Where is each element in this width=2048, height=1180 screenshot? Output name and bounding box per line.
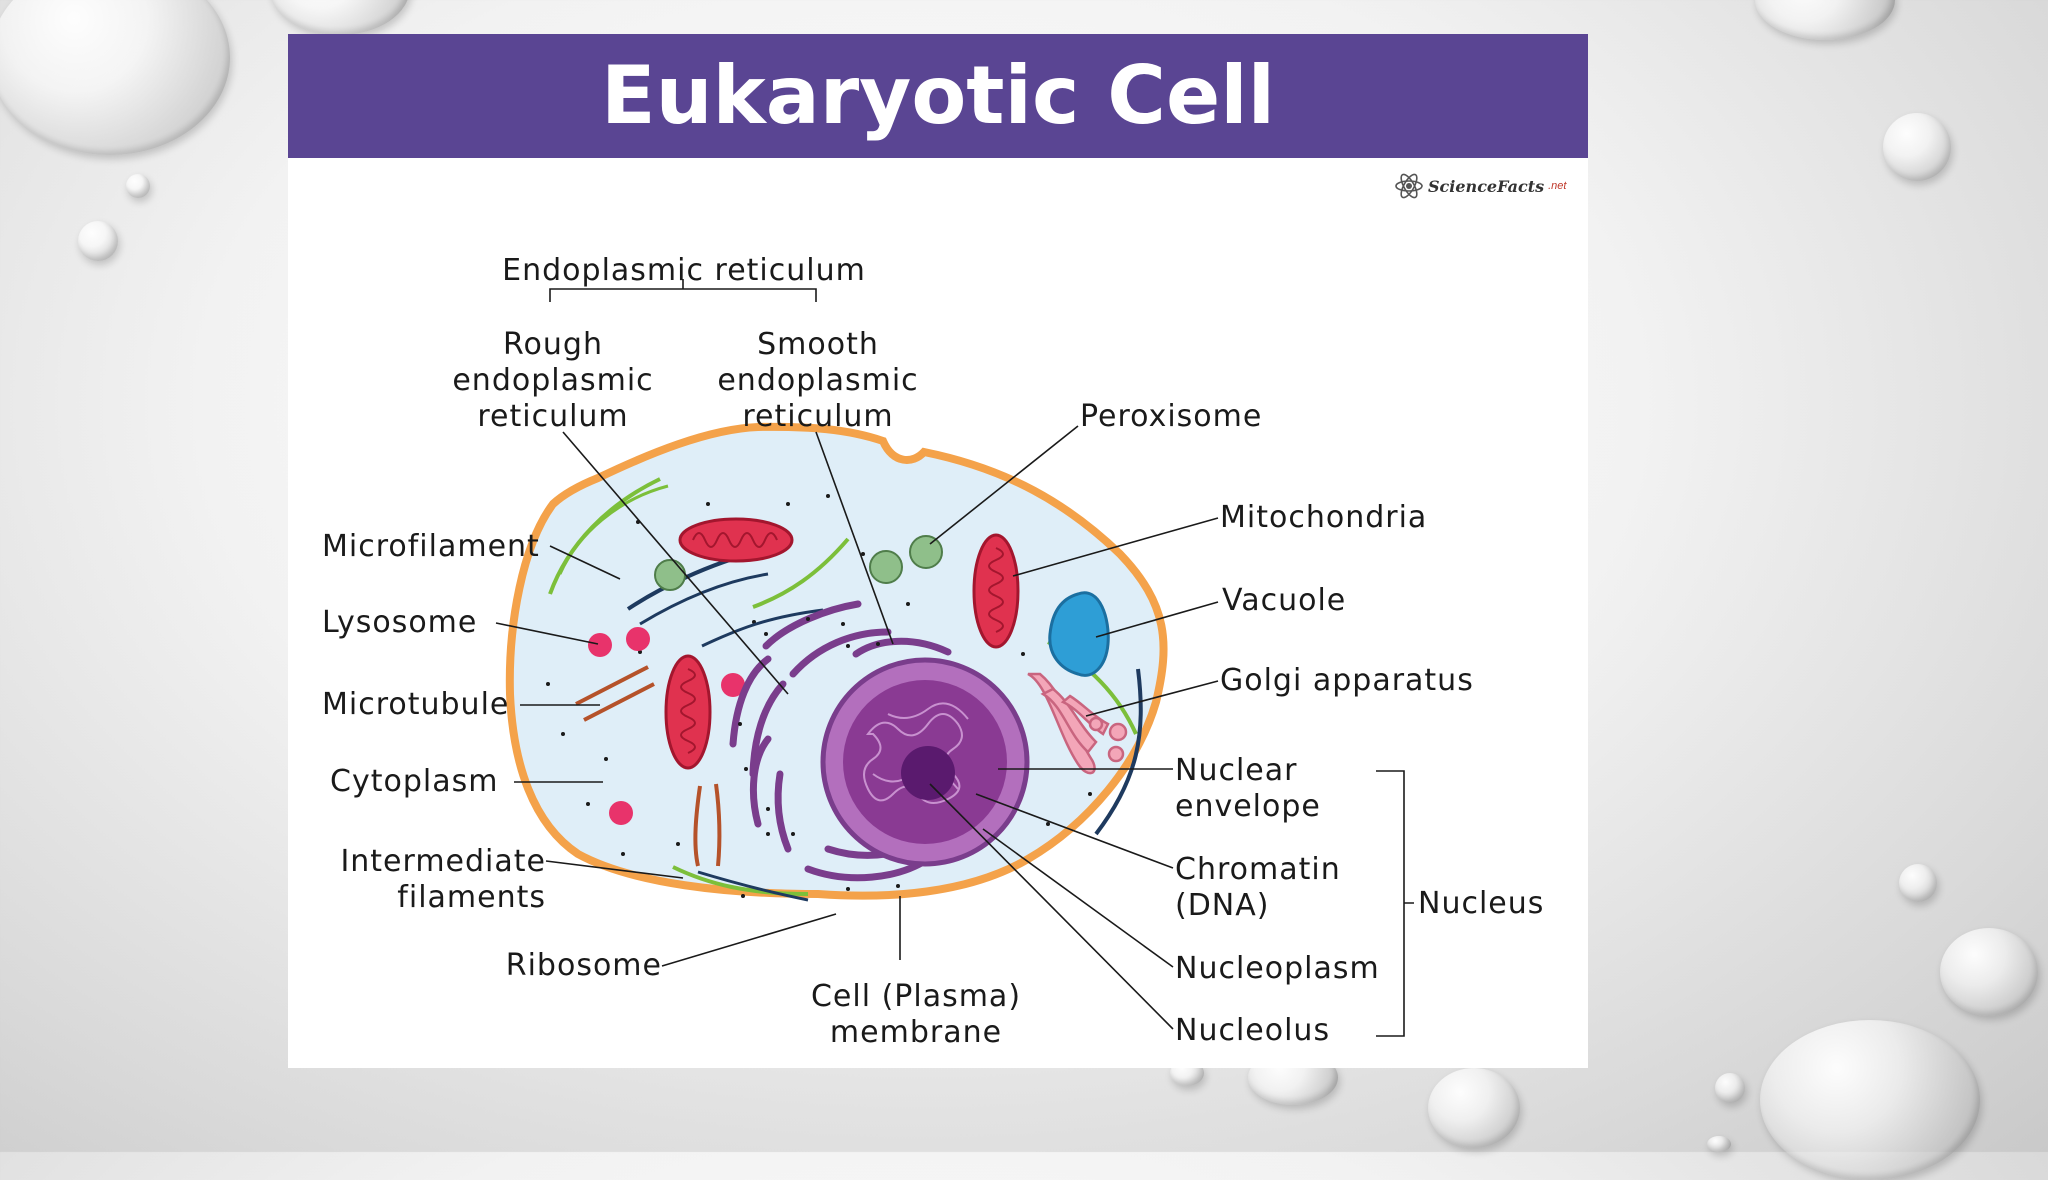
water-droplet — [270, 0, 410, 35]
svg-text:membrane: membrane — [830, 1015, 1002, 1050]
cell-diagram: Endoplasmic reticulum Rough endoplasmic … — [322, 253, 1544, 1050]
svg-text:filaments: filaments — [397, 880, 546, 915]
sciencefacts-logo: ScienceFacts .net — [1394, 168, 1566, 204]
water-droplet — [1899, 864, 1937, 902]
mitochondrion — [678, 517, 794, 563]
svg-text:endoplasmic: endoplasmic — [717, 363, 918, 398]
svg-text:(DNA): (DNA) — [1175, 888, 1269, 923]
slide-card: Eukaryotic Cell ScienceFacts .net — [288, 34, 1588, 1068]
peroxisomes — [654, 535, 943, 591]
svg-text:envelope: envelope — [1175, 789, 1321, 824]
filament — [639, 572, 769, 626]
microfilament — [558, 484, 669, 575]
label-ribosome: Ribosome — [506, 948, 662, 983]
filament — [701, 608, 824, 648]
page-title: Eukaryotic Cell — [600, 49, 1276, 142]
chromatin — [863, 713, 963, 804]
svg-text:Chromatin: Chromatin — [1175, 852, 1341, 887]
svg-text:reticulum: reticulum — [477, 399, 628, 434]
water-droplet — [126, 174, 150, 198]
label-vacuole: Vacuole — [1222, 583, 1346, 618]
microtubule — [583, 682, 655, 722]
label-nucleoplasm: Nucleoplasm — [1175, 951, 1380, 986]
svg-text:endoplasmic: endoplasmic — [452, 363, 653, 398]
label-microfilament: Microfilament — [322, 529, 540, 564]
label-intermediate-filaments: Intermediate filaments — [340, 844, 546, 915]
label-rough-er: Rough endoplasmic reticulum — [452, 327, 653, 434]
label-endoplasmic-reticulum: Endoplasmic reticulum — [502, 253, 866, 288]
label-plasma-membrane: Cell (Plasma) membrane — [811, 979, 1021, 1050]
water-droplet — [78, 221, 118, 261]
mitochondrion — [664, 654, 712, 770]
water-droplet — [1760, 1020, 1980, 1180]
mitochondrion — [972, 533, 1020, 649]
microtubule — [693, 785, 702, 867]
microtubule — [575, 665, 649, 706]
label-smooth-er: Smooth endoplasmic reticulum — [717, 327, 918, 434]
nucleolus — [901, 746, 955, 800]
label-nuclear-envelope: Nuclear envelope — [1175, 753, 1321, 824]
svg-text:Smooth: Smooth — [757, 327, 879, 362]
atom-icon — [1395, 173, 1423, 199]
label-nucleus: Nucleus — [1418, 886, 1544, 921]
water-droplet — [1883, 113, 1951, 181]
logo-suffix: .net — [1548, 180, 1567, 192]
filament — [1094, 668, 1143, 836]
svg-text:reticulum: reticulum — [742, 399, 893, 434]
svg-text:Cell (Plasma): Cell (Plasma) — [811, 979, 1021, 1014]
intermediate-filament — [672, 865, 809, 896]
logo-text: ScienceFacts — [1428, 176, 1545, 196]
water-droplet — [1755, 0, 1895, 40]
golgi-apparatus — [1027, 672, 1128, 775]
water-droplet — [1715, 1073, 1745, 1103]
label-golgi-apparatus: Golgi apparatus — [1220, 663, 1474, 698]
lysosomes — [588, 627, 745, 825]
label-microtubule: Microtubule — [322, 687, 509, 722]
svg-text:Intermediate: Intermediate — [340, 844, 546, 879]
svg-text:Nuclear: Nuclear — [1175, 753, 1297, 788]
microfilament — [752, 537, 850, 609]
water-droplet — [0, 0, 230, 155]
label-lysosome: Lysosome — [322, 605, 477, 640]
water-droplet — [1428, 1068, 1520, 1148]
water-droplet — [1940, 928, 2038, 1016]
label-mitochondria: Mitochondria — [1220, 500, 1427, 535]
label-cytoplasm: Cytoplasm — [330, 764, 498, 799]
water-droplet — [1707, 1136, 1731, 1152]
title-banner: Eukaryotic Cell — [288, 34, 1588, 158]
filament — [697, 870, 809, 902]
vacuole — [1048, 591, 1110, 677]
label-chromatin: Chromatin (DNA) — [1175, 852, 1341, 923]
svg-text:Rough: Rough — [503, 327, 603, 362]
leader-lines — [495, 279, 1414, 1037]
microtubule — [714, 783, 722, 867]
label-nucleolus: Nucleolus — [1175, 1013, 1330, 1048]
label-peroxisome: Peroxisome — [1080, 399, 1262, 434]
